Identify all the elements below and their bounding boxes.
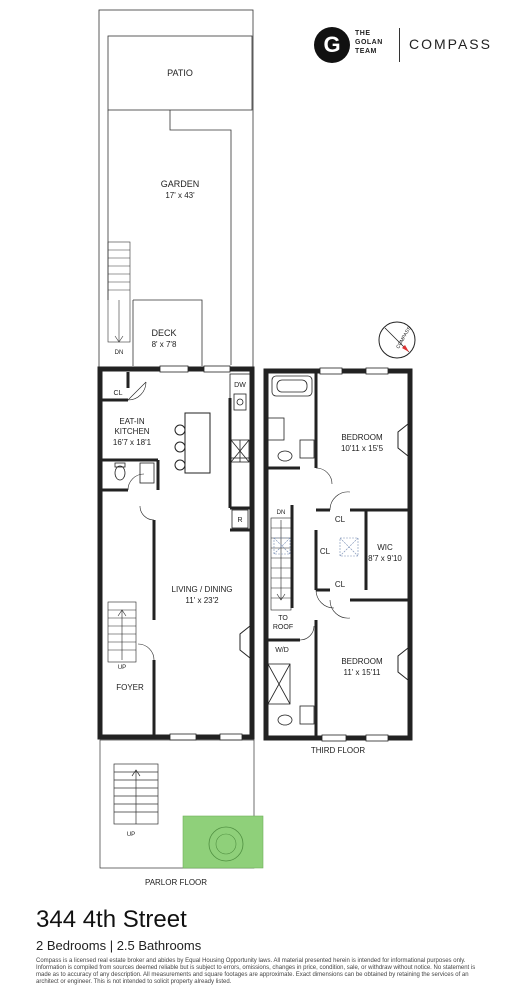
garden-label: GARDEN: [161, 179, 200, 189]
third-floor-label: THIRD FLOOR: [311, 746, 365, 755]
tree-pit: [182, 815, 264, 869]
yard-boundary: [98, 9, 254, 371]
parlor-floor-plan: CL DW EAT-IN KITCHEN 16'7 x 18'1 R LIVIN…: [97, 365, 255, 741]
eatin-kitchen-dimensions: 16'7 x 18'1: [113, 438, 152, 447]
bedroom-1-label: BEDROOM: [341, 433, 383, 442]
team-line-2: GOLAN: [355, 39, 383, 46]
parlor-rear-windows: [159, 365, 231, 373]
parlor-floor-label: PARLOR FLOOR: [145, 878, 207, 887]
patio-label: PATIO: [167, 68, 193, 78]
foyer-label: FOYER: [116, 683, 144, 692]
bedroom-1-dimensions: 10'11 x 15'5: [341, 444, 384, 453]
team-line-3: TEAM: [355, 48, 377, 55]
compass-wordmark: COMPASS: [409, 36, 492, 52]
powder-room: [114, 462, 155, 484]
rear-yard: [98, 9, 254, 371]
bathtub-icon: [271, 375, 313, 397]
vanity-sink-icon: [139, 462, 155, 484]
refrigerator: [231, 509, 249, 529]
washer-dryer-label: W/D: [275, 647, 289, 654]
toilet-icon: [277, 450, 293, 462]
stoop-up-label: UP: [127, 832, 135, 838]
deck-outline: [133, 299, 203, 366]
garden-dimensions: 17' x 43': [165, 191, 195, 200]
golan-team-logo: G: [314, 27, 350, 63]
third-rear-windows: [319, 367, 389, 375]
closet-label-1: CL: [335, 515, 346, 524]
living-dining-dimensions: 11' x 23'2: [185, 596, 219, 605]
garden-bed-edge: [169, 110, 232, 365]
team-name: THE GOLAN TEAM: [355, 29, 383, 56]
stair-skylight: [273, 537, 291, 555]
bar-stools: [174, 424, 186, 471]
dishwasher-label: DW: [234, 382, 246, 389]
parlor-stair-up-label: UP: [118, 665, 126, 671]
sink-icon: [233, 393, 247, 411]
third-front-windows: [321, 734, 389, 742]
toilet-icon: [114, 465, 126, 481]
eatin-kitchen-label-2: KITCHEN: [114, 427, 149, 436]
third-interior-walls: [268, 372, 410, 738]
brand-divider: [399, 28, 400, 62]
brand-header: G THE GOLAN TEAM COMPASS: [313, 26, 493, 66]
deck-label: DECK: [151, 328, 176, 338]
parlor-doors: [127, 381, 155, 661]
tree-icon: [208, 826, 244, 862]
deck-stair-dn-label: DN: [115, 350, 124, 356]
closet-label-3: CL: [335, 580, 346, 589]
third-lower-bath: [267, 663, 315, 726]
eatin-kitchen-label-1: EAT-IN: [119, 417, 144, 426]
closet-label-2: CL: [320, 547, 331, 556]
to-roof-label-2: ROOF: [273, 624, 293, 631]
wic-dimensions: 8'7 x 9'10: [368, 554, 402, 563]
third-upper-bath: [267, 375, 315, 462]
living-dining-label: LIVING / DINING: [172, 585, 233, 594]
listing-address: 344 4th Street: [36, 906, 187, 933]
sink-icon: [299, 705, 315, 725]
kitchen-counter: [229, 373, 251, 463]
legal-disclaimer: Compass is a licensed real estate broker…: [36, 958, 476, 985]
north-marker-icon: [402, 345, 409, 352]
toilet-icon: [277, 714, 293, 726]
bedroom-2-dimensions: 11' x 15'11: [343, 668, 381, 677]
patio-area: [107, 35, 253, 111]
third-stair-dn-label: DN: [277, 510, 286, 516]
bedroom-2-label: BEDROOM: [341, 657, 383, 666]
wic-skylight: [339, 537, 359, 557]
sink-icon: [299, 439, 315, 459]
listing-summary: 2 Bedrooms | 2.5 Bathrooms: [36, 938, 202, 953]
third-floor-plan: BEDROOM 10'11 x 15'5 DN CL CL WIC 8'7 x …: [263, 367, 413, 742]
vanity-sink-icon: [267, 417, 285, 441]
parlor-interior-walls: [100, 372, 250, 735]
parlor-closet-label: CL: [114, 390, 123, 397]
front-yard-boundary: [99, 739, 255, 869]
logo-letter: G: [323, 32, 340, 57]
parlor-interior-stair: [107, 601, 137, 663]
third-doors: [299, 467, 351, 641]
compass-rose: COMPASS: [378, 321, 416, 359]
deck-stair: [107, 241, 131, 343]
deck-dimensions: 8' x 7'8: [152, 340, 177, 349]
to-roof-label-1: TO: [278, 615, 288, 622]
front-stoop: [99, 739, 255, 869]
third-stair: [270, 517, 292, 611]
team-line-1: THE: [355, 30, 371, 37]
kitchen-island: [184, 412, 211, 474]
wic-label: WIC: [377, 543, 393, 552]
refrigerator-label: R: [237, 517, 242, 524]
sink-drain-icon: [236, 398, 244, 406]
third-fireplaces: [397, 422, 409, 682]
shower-icon: [267, 663, 291, 705]
parlor-fireplace: [239, 624, 251, 660]
skylights: [273, 537, 359, 557]
